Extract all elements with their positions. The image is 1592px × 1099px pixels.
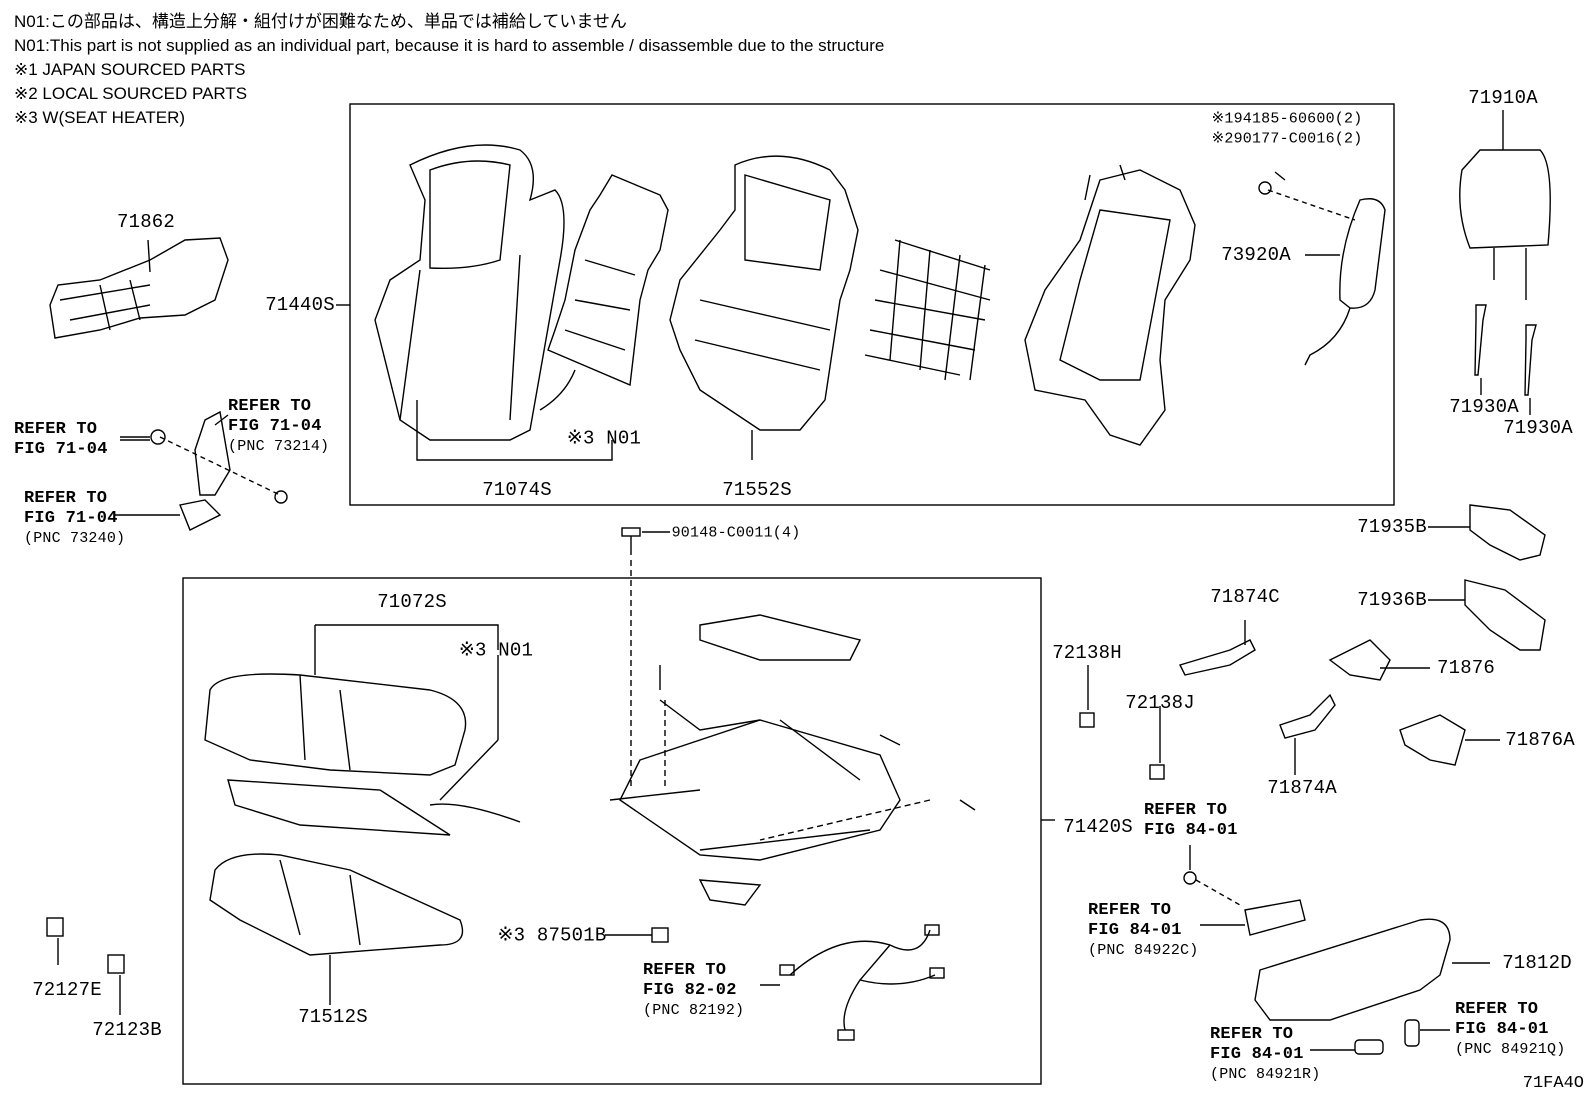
diagram-code: 71FA4O xyxy=(1522,1074,1584,1093)
part-label-72127E[interactable]: 72127E xyxy=(32,979,102,1001)
part-label-71552S[interactable]: 71552S xyxy=(722,479,792,501)
refer-line: REFER TO xyxy=(1144,801,1228,820)
part-label-72138J[interactable]: 72138J xyxy=(1125,692,1195,714)
cushion-cover-71072S xyxy=(204,624,499,776)
refer-line: REFER TO xyxy=(24,489,108,508)
cushion-group-box xyxy=(182,577,1042,1085)
part-label-71440S[interactable]: 71440S xyxy=(265,294,335,316)
refer-line: REFER TO xyxy=(643,961,727,980)
clips xyxy=(1079,665,1165,780)
seatback-frame xyxy=(1024,164,1196,446)
seat-adjuster-71420S xyxy=(609,614,976,906)
refer-block-1[interactable]: REFER TO FIG 71-04 xyxy=(14,420,108,460)
part-label-71512S[interactable]: 71512S xyxy=(298,1006,368,1028)
refer-pnc: (PNC 73214) xyxy=(228,438,330,455)
part-label-72138H[interactable]: 72138H xyxy=(1052,642,1122,664)
refer-line: REFER TO xyxy=(1455,1000,1539,1019)
part-label-71874C[interactable]: 71874C xyxy=(1210,586,1280,608)
part-label-290177[interactable]: ※290177-C0016(2) xyxy=(1211,130,1363,148)
part-label-71874A[interactable]: 71874A xyxy=(1267,777,1337,799)
refer-fig: FIG 71-04 xyxy=(14,440,108,459)
refer-fig: FIG 84-01 xyxy=(1088,921,1182,940)
notes-block: N01:この部品は、構造上分解・組付けが困難なため、単品では補給していません N… xyxy=(14,10,884,130)
note-n01-jp: N01:この部品は、構造上分解・組付けが困難なため、単品では補給していません xyxy=(14,12,627,31)
refer-block-8[interactable]: REFER TO FIG 84-01 (PNC 84921Q) xyxy=(1455,1000,1565,1060)
bolt-90148 xyxy=(621,527,670,790)
part-label-71074S[interactable]: 71074S xyxy=(482,479,552,501)
refer-fig: FIG 71-04 xyxy=(228,417,322,436)
seatback-pad-71552S xyxy=(669,155,859,431)
trim-covers xyxy=(1179,504,1546,775)
part-label-71072S[interactable]: 71072S xyxy=(377,591,447,613)
part-label-71420S[interactable]: 71420S xyxy=(1063,816,1133,838)
part-label-87501B[interactable]: ※3 87501B xyxy=(497,924,607,947)
heater-pad-cushion xyxy=(227,655,521,836)
part-label-90148[interactable]: 90148-C0011(4) xyxy=(671,524,801,542)
refer-block-4[interactable]: REFER TO FIG 82-02 (PNC 82192) xyxy=(643,961,744,1021)
seatback-spring xyxy=(864,239,991,381)
note-m1: ※1 JAPAN SOURCED PARTS xyxy=(14,60,246,79)
side-shield-71862 xyxy=(49,237,229,339)
part-label-71910A[interactable]: 71910A xyxy=(1468,87,1538,109)
refer-84-01-parts xyxy=(1183,845,1490,1055)
part-label-71862[interactable]: 71862 xyxy=(116,211,176,233)
note-m2: ※2 LOCAL SOURCED PARTS xyxy=(14,84,248,103)
part-label-71812D[interactable]: 71812D xyxy=(1502,952,1572,974)
refer-block-6[interactable]: REFER TO FIG 84-01 (PNC 84922C) xyxy=(1088,901,1198,961)
note-n01-en: N01:This part is not supplied as an indi… xyxy=(14,36,885,55)
connector-87501B xyxy=(651,927,669,943)
refer-pnc: (PNC 84922C) xyxy=(1088,942,1199,959)
part-label-73920A[interactable]: 73920A xyxy=(1221,244,1291,266)
refer-line: REFER TO xyxy=(1210,1025,1294,1044)
part-label-72123B[interactable]: 72123B xyxy=(92,1019,162,1041)
leader-bolt xyxy=(1274,171,1286,181)
part-label-71935B[interactable]: 71935B xyxy=(1357,516,1427,538)
refer-fig: FIG 84-01 xyxy=(1210,1045,1304,1064)
refer-fig: FIG 71-04 xyxy=(24,509,118,528)
note-m3: ※3 W(SEAT HEATER) xyxy=(14,108,186,127)
part-label-n01-cushion: ※3 N01 xyxy=(458,639,534,662)
part-label-71930A-2[interactable]: 71930A xyxy=(1503,417,1573,439)
part-label-n01-back: ※3 N01 xyxy=(566,427,642,450)
refer-block-7[interactable]: REFER TO FIG 84-01 (PNC 84921R) xyxy=(1210,1025,1320,1085)
heater-pad-back xyxy=(539,174,669,411)
clips-bottom-left xyxy=(46,917,125,1015)
refer-block-3[interactable]: REFER TO FIG 71-04 (PNC 73240) xyxy=(24,489,125,549)
wire-harness-82192 xyxy=(760,924,945,1041)
part-label-71876[interactable]: 71876 xyxy=(1436,657,1496,679)
refer-pnc: (PNC 84921R) xyxy=(1210,1066,1321,1083)
part-label-71930A-1[interactable]: 71930A xyxy=(1449,396,1519,418)
refer-line: REFER TO xyxy=(228,397,312,416)
refer-line: REFER TO xyxy=(1088,901,1172,920)
refer-pnc: (PNC 84921Q) xyxy=(1455,1041,1566,1058)
part-label-194185[interactable]: ※194185-60600(2) xyxy=(1211,110,1363,128)
refer-pnc: (PNC 73240) xyxy=(24,530,126,547)
refer-line: REFER TO xyxy=(14,420,98,439)
refer-pnc: (PNC 82192) xyxy=(643,1002,745,1019)
headrest-guide-71930A xyxy=(1474,304,1537,415)
refer-fig: FIG 84-01 xyxy=(1144,821,1238,840)
cushion-pad-71512S xyxy=(209,853,464,1005)
refer-fig: FIG 84-01 xyxy=(1455,1020,1549,1039)
part-label-71936B[interactable]: 71936B xyxy=(1357,589,1427,611)
seatback-cover-71074S xyxy=(374,144,565,441)
part-label-71876A[interactable]: 71876A xyxy=(1505,729,1575,751)
refer-block-2[interactable]: REFER TO FIG 71-04 (PNC 73214) xyxy=(228,397,329,457)
belt-buckle-parts xyxy=(115,410,288,531)
headrest-71910A xyxy=(1459,110,1551,300)
refer-block-5[interactable]: REFER TO FIG 84-01 xyxy=(1144,801,1238,841)
leader-71074S xyxy=(416,400,613,461)
refer-fig: FIG 82-02 xyxy=(643,981,737,1000)
side-airbag-73920A xyxy=(1258,181,1386,366)
